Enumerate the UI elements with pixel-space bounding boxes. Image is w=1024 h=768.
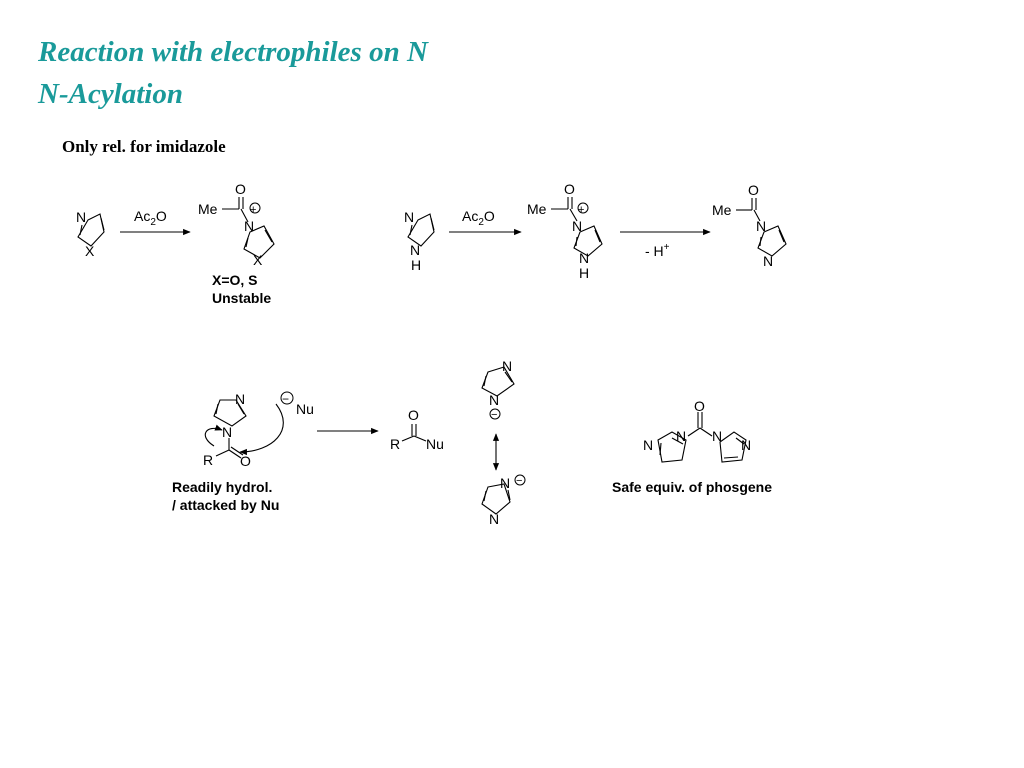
scheme1-reagent: Ac2O bbox=[134, 208, 167, 228]
scheme2-n-top: N bbox=[404, 209, 414, 225]
scheme2-arrow-deprotonation: - H+ bbox=[620, 228, 711, 259]
scheme2-prod-o: O bbox=[748, 182, 759, 198]
resonance-bottom-n1: N bbox=[500, 475, 510, 491]
resonance-top: N N − bbox=[481, 358, 515, 421]
resonance-top-n2: N bbox=[489, 392, 499, 408]
resonance-bottom-n2: N bbox=[489, 511, 499, 527]
scheme3-nu: Nu bbox=[296, 401, 314, 417]
scheme1-reactant: N X bbox=[76, 209, 105, 259]
scheme3-product: O R Nu bbox=[390, 407, 444, 452]
scheme1-arrow: Ac2O bbox=[120, 208, 191, 236]
resonance-top-minus: − bbox=[491, 409, 497, 421]
scheme2-reagent: Ac2O bbox=[462, 208, 495, 228]
slide-title-line2: N-Acylation bbox=[38, 78, 183, 110]
scheme2-prod-n-bottom: N bbox=[763, 253, 773, 269]
scheme3-acylimidazole: N N R O − Nu Readily hydrol. / attacked … bbox=[172, 391, 314, 513]
resonance-bottom: N − N bbox=[481, 474, 526, 527]
scheme1-note-line2: Unstable bbox=[212, 290, 271, 306]
cdi-caption: Safe equiv. of phosgene bbox=[612, 479, 772, 495]
scheme3-minus: − bbox=[282, 392, 289, 406]
scheme3-note-line2: / attacked by Nu bbox=[172, 497, 279, 513]
cdi-n-right-outer: N bbox=[741, 437, 751, 453]
resonance-bottom-minus: − bbox=[516, 475, 522, 487]
scheme2-product: Me O N N bbox=[712, 182, 787, 269]
scheme2-n-bottom: N bbox=[410, 242, 420, 258]
scheme3-o: O bbox=[240, 453, 251, 469]
scheme2-reactant: N N H bbox=[404, 209, 435, 273]
scheme2-arrow-acylation: Ac2O bbox=[449, 208, 522, 236]
scheme1-note-line1: X=O, S bbox=[212, 272, 258, 288]
scheme2-carbonyl-o: O bbox=[564, 181, 575, 197]
subtitle: Only rel. for imidazole bbox=[62, 137, 226, 156]
scheme3-n-top: N bbox=[235, 391, 245, 407]
scheme3-n-mid: N bbox=[222, 424, 232, 440]
cdi-carbonyl-o: O bbox=[694, 398, 705, 414]
cdi-n-left-outer: N bbox=[643, 437, 653, 453]
scheme2-h: H bbox=[411, 257, 421, 273]
scheme2-methyl: Me bbox=[527, 201, 547, 217]
scheme2-intermediate: Me O + N N H bbox=[527, 181, 603, 281]
scheme2-charge: + bbox=[578, 204, 584, 216]
scheme1-product-x: X bbox=[253, 252, 263, 268]
scheme2-prod-n-top: N bbox=[756, 218, 766, 234]
scheme3-product-nu: Nu bbox=[426, 436, 444, 452]
scheme2-int-h: H bbox=[579, 265, 589, 281]
scheme1-ring-n: N bbox=[76, 209, 86, 225]
scheme3-r: R bbox=[203, 452, 213, 468]
resonance-top-n1: N bbox=[502, 358, 512, 374]
scheme3-product-o: O bbox=[408, 407, 419, 423]
scheme1-product-n: N bbox=[244, 218, 254, 234]
scheme1-methyl: Me bbox=[198, 201, 218, 217]
scheme3-note-line1: Readily hydrol. bbox=[172, 479, 272, 495]
scheme3-product-r: R bbox=[390, 436, 400, 452]
scheme2-int-n-top: N bbox=[572, 218, 582, 234]
cdi-n-left-inner: N bbox=[676, 428, 686, 444]
scheme1-product: Me O + N X X=O, S Unstable bbox=[198, 181, 275, 306]
scheme2-loss-label: - H+ bbox=[645, 242, 670, 259]
scheme1-charge: + bbox=[250, 204, 256, 216]
cdi-structure: N N O N N Safe equiv. of phosgene bbox=[612, 398, 772, 495]
cdi-n-right-inner: N bbox=[712, 428, 722, 444]
slide-title-line1: Reaction with electrophiles on N bbox=[38, 36, 428, 68]
scheme2-prod-methyl: Me bbox=[712, 202, 732, 218]
scheme1-carbonyl-o: O bbox=[235, 181, 246, 197]
scheme1-ring-x: X bbox=[85, 243, 95, 259]
scheme2-int-n-bottom: N bbox=[579, 250, 589, 266]
